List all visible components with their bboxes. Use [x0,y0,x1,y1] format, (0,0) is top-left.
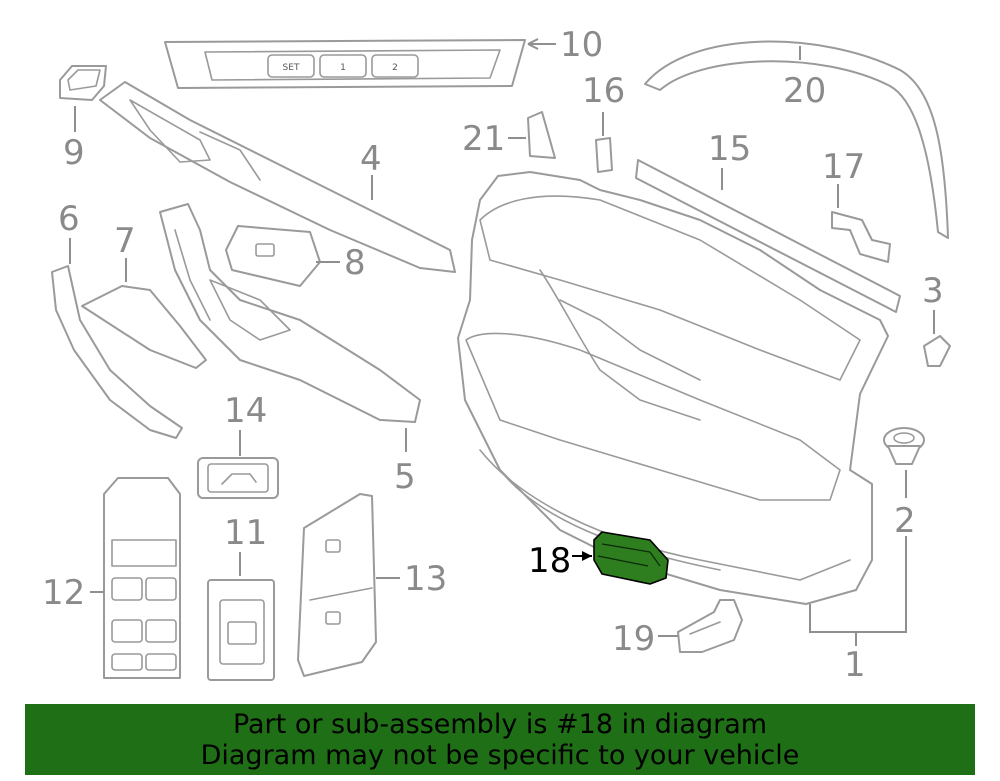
callout-1: 1 [844,645,866,685]
part-18-highlighted-lamp[interactable] [593,531,669,585]
callout-5: 5 [394,457,416,497]
callout-10: 10 [560,25,603,65]
callout-19: 19 [612,619,655,659]
part-15-seal-strip[interactable] [635,159,901,313]
callout-11: 11 [224,513,267,553]
memory-1-label: 1 [340,63,346,73]
part-12-master-window-switch[interactable] [103,477,181,679]
part-20-frame-trim[interactable] [644,40,949,239]
part-13-trim-cover[interactable] [297,493,377,677]
callout-9: 9 [63,133,85,173]
callout-20: 20 [783,71,826,111]
part-7-cover[interactable] [81,285,207,369]
banner-line-1: Part or sub-assembly is #18 in diagram [232,709,768,740]
callout-3: 3 [922,271,944,311]
part-11-window-switch[interactable] [207,579,275,681]
leader-10-arrow [527,38,539,50]
part-5-armrest[interactable] [159,203,421,423]
callout-12: 12 [42,573,85,613]
part-4-trim-strip[interactable] [99,81,456,273]
part-21-corner-trim[interactable] [527,111,556,159]
callout-2: 2 [894,501,916,541]
callout-15: 15 [708,129,751,169]
callout-18: 18 [528,541,571,581]
part-19-sensor[interactable] [677,599,743,653]
callout-7: 7 [114,221,136,261]
part-17-bracket[interactable] [831,211,891,263]
callout-14: 14 [224,391,267,431]
memory-2-label: 2 [392,63,398,73]
callout-21: 21 [462,119,505,159]
info-banner: Part or sub-assembly is #18 in diagram D… [25,704,975,775]
set-button-label: SET [283,63,300,73]
callout-6: 6 [58,199,80,239]
callout-16: 16 [582,71,625,111]
part-8-switch-housing[interactable] [225,225,321,287]
callout-13: 13 [404,559,447,599]
callout-4: 4 [360,139,382,179]
part-10-memory-switch-panel[interactable]: SET 1 2 [164,39,526,89]
callout-17: 17 [822,147,865,187]
part-14-display-switch[interactable] [197,457,279,499]
banner-line-2: Diagram may not be specific to your vehi… [200,740,800,771]
part-6-trim-piece[interactable] [51,265,183,439]
leader-1 [809,536,907,633]
part-2-push-fastener[interactable] [883,427,925,465]
part-3-clip[interactable] [923,335,951,367]
parts-diagram: SET 1 2 10 9 4 21 16 20 15 [42,25,951,685]
leader-18-arrow [582,551,592,561]
part-1-door-panel[interactable] [457,171,889,605]
callout-8: 8 [344,243,366,283]
part-16-clip[interactable] [595,137,613,173]
part-9-small-switch[interactable] [59,65,107,101]
